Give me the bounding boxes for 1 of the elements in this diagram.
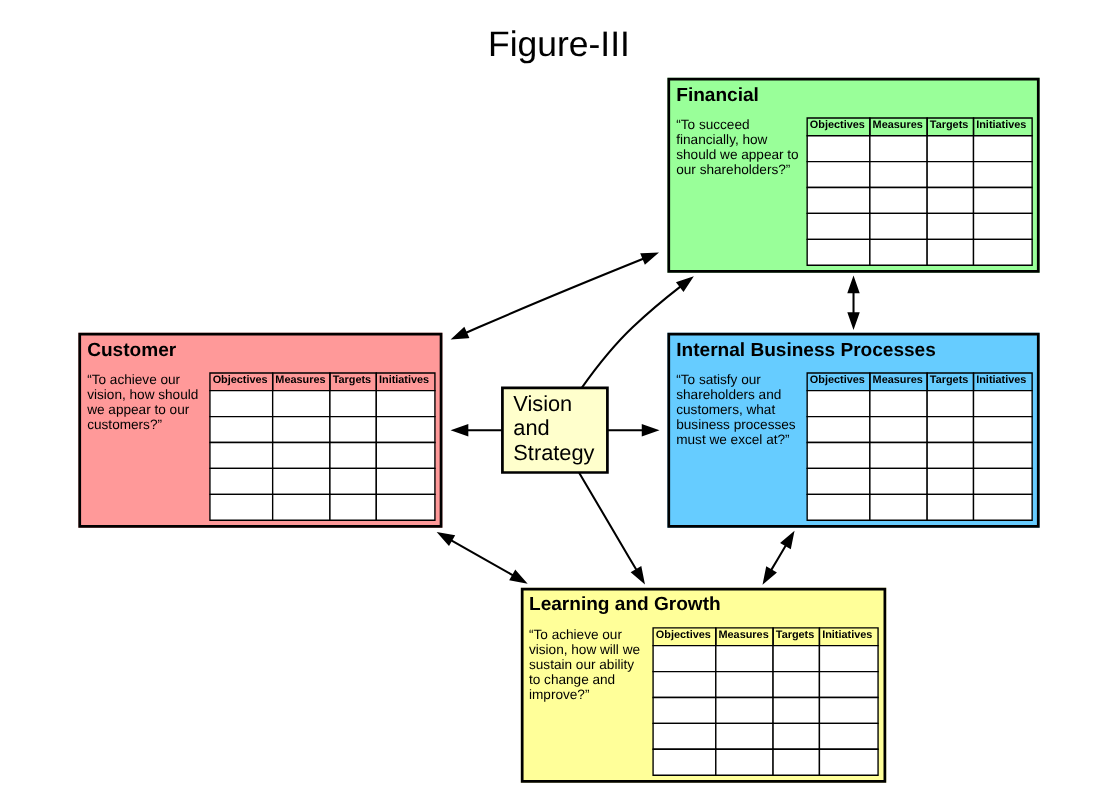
diagram-title: Figure-III — [487, 23, 629, 64]
